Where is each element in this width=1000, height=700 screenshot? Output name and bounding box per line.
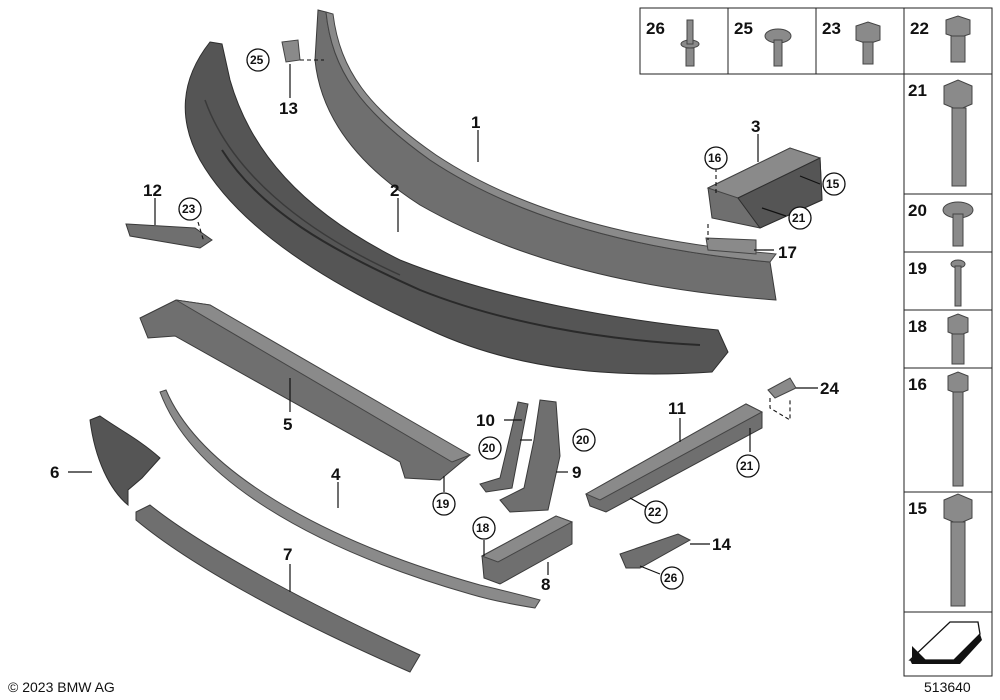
part-13-clip[interactable] bbox=[281, 39, 301, 63]
circled-callouts: 25 23 16 15 21 20 20 19 21 22 18 26 bbox=[178, 48, 846, 590]
part-9-bracket[interactable] bbox=[499, 399, 561, 513]
fastener-26-icon bbox=[680, 19, 700, 67]
fastener-18-icon bbox=[947, 313, 969, 365]
part-3-bracket[interactable] bbox=[706, 147, 823, 229]
circled-21-bottom: 21 bbox=[740, 459, 754, 473]
fastener-22-label: 22 bbox=[910, 19, 929, 38]
fastener-26-label: 26 bbox=[646, 19, 665, 38]
part-7-lower-strip[interactable] bbox=[135, 504, 421, 673]
callout-labels: 1 2 3 12 13 17 5 4 6 7 10 9 8 11 14 24 bbox=[50, 99, 839, 594]
circled-22: 22 bbox=[648, 505, 662, 519]
fastener-table-column: 21 20 19 18 16 15 bbox=[903, 73, 993, 677]
fastener-19-icon bbox=[950, 259, 966, 307]
circled-26: 26 bbox=[664, 571, 678, 585]
fastener-15-label: 15 bbox=[908, 499, 927, 518]
callout-17: 17 bbox=[778, 243, 797, 262]
part-2-energy-absorber[interactable] bbox=[184, 41, 729, 375]
callout-8: 8 bbox=[541, 575, 550, 594]
callout-11: 11 bbox=[668, 399, 686, 418]
circled-25: 25 bbox=[250, 53, 264, 67]
part-4-trim-strip[interactable] bbox=[159, 389, 541, 609]
part-1-bumper-carrier[interactable] bbox=[314, 9, 777, 301]
part-10-bracket[interactable] bbox=[479, 401, 529, 493]
fastener-16-icon bbox=[947, 371, 969, 487]
diagram-number: 513640 bbox=[924, 679, 971, 695]
fastener-16-label: 16 bbox=[908, 375, 927, 394]
part-12-bracket[interactable] bbox=[125, 223, 213, 249]
callout-13: 13 bbox=[279, 99, 298, 118]
leader-lines bbox=[68, 59, 821, 592]
callout-10: 10 bbox=[476, 411, 495, 430]
callout-2: 2 bbox=[390, 181, 399, 200]
circled-21-top: 21 bbox=[792, 211, 806, 225]
part-14-plate[interactable] bbox=[619, 533, 692, 569]
circled-19: 19 bbox=[436, 497, 450, 511]
fastener-18-label: 18 bbox=[908, 317, 927, 336]
callout-6: 6 bbox=[50, 463, 59, 482]
circled-23: 23 bbox=[182, 202, 196, 216]
part-17-plate[interactable] bbox=[705, 237, 757, 255]
circled-16: 16 bbox=[708, 151, 722, 165]
callout-7: 7 bbox=[283, 545, 292, 564]
part-5-cross-member[interactable] bbox=[139, 299, 472, 481]
callout-9: 9 bbox=[572, 463, 581, 482]
circled-20-left: 20 bbox=[482, 441, 496, 455]
part-8-crash-box[interactable] bbox=[480, 515, 574, 585]
callout-12: 12 bbox=[143, 181, 162, 200]
callout-4: 4 bbox=[331, 465, 341, 484]
part-24-clip[interactable] bbox=[767, 377, 797, 399]
direction-arrow-icon bbox=[908, 621, 982, 664]
circled-15: 15 bbox=[826, 177, 840, 191]
callout-24: 24 bbox=[820, 379, 839, 398]
callout-1: 1 bbox=[471, 113, 480, 132]
part-6-corner-bracket[interactable] bbox=[89, 415, 161, 507]
fastener-21-icon bbox=[943, 79, 973, 187]
circled-20-right: 20 bbox=[576, 433, 590, 447]
fastener-23-icon bbox=[855, 21, 881, 65]
part-11-bracket[interactable] bbox=[584, 403, 764, 513]
copyright: © 2023 BMW AG bbox=[8, 679, 115, 695]
callout-14: 14 bbox=[712, 535, 731, 554]
fastener-20-label: 20 bbox=[908, 201, 927, 220]
circled-18: 18 bbox=[476, 521, 490, 535]
fastener-25-icon bbox=[764, 28, 792, 67]
fastener-25-label: 25 bbox=[734, 19, 753, 38]
callout-5: 5 bbox=[283, 415, 292, 434]
fastener-23-label: 23 bbox=[822, 19, 841, 38]
fastener-table-top: 26 25 23 22 bbox=[639, 7, 993, 75]
fastener-22-icon bbox=[945, 15, 971, 63]
fastener-19-label: 19 bbox=[908, 259, 927, 278]
callout-3: 3 bbox=[751, 117, 760, 136]
fastener-15-icon bbox=[943, 493, 973, 607]
fastener-20-icon bbox=[942, 201, 974, 247]
fastener-21-label: 21 bbox=[908, 81, 927, 100]
